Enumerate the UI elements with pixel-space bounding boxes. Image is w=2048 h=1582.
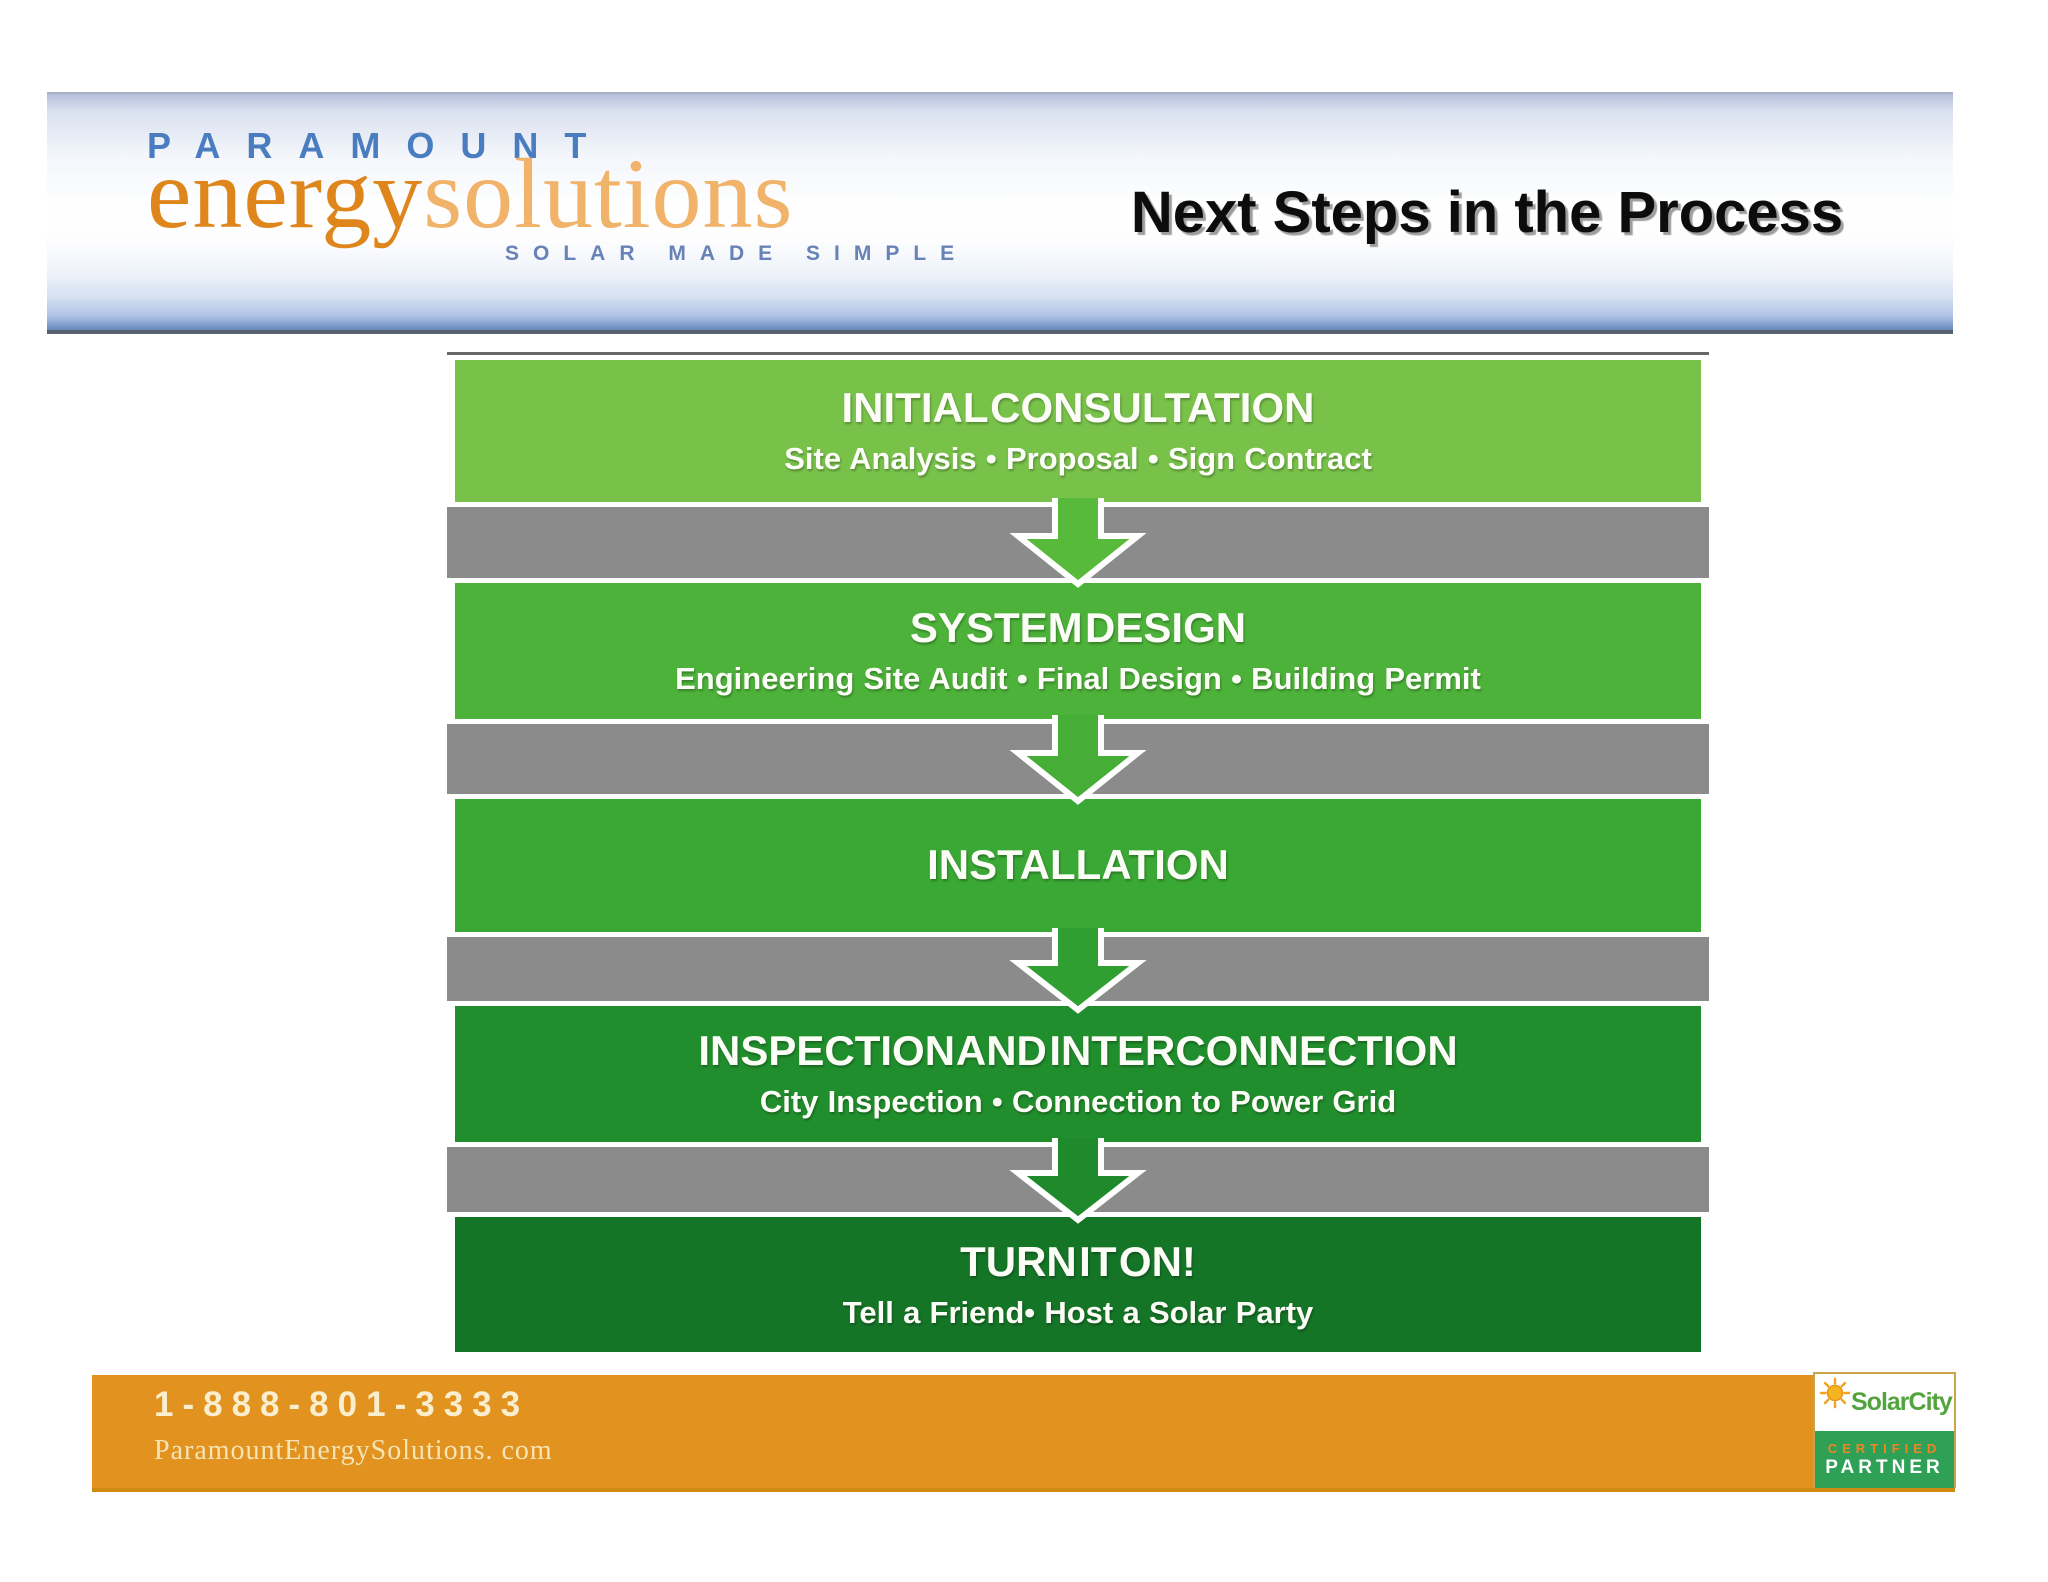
header-band: PARAMOUNT energysolutions SOLAR MADE SIM… [47, 92, 1953, 334]
connector-band [447, 928, 1709, 1014]
step-inspection-interconnection: INSPECTION AND INTERCONNECTION City Insp… [455, 1006, 1701, 1142]
badge-certified-label: CERTIFIED [1827, 1440, 1942, 1456]
step-title: TURN IT ON! [960, 1237, 1196, 1285]
step-title: INSTALLATION [927, 841, 1229, 889]
step-system-design: SYSTEM DESIGN Engineering Site Audit • F… [455, 583, 1701, 719]
down-arrow-icon [1009, 1138, 1147, 1224]
logo-energysolutions-text: energysolutions [147, 144, 968, 244]
company-logo: PARAMOUNT energysolutions SOLAR MADE SIM… [147, 128, 968, 266]
logo-solutions-text: solutions [423, 138, 794, 249]
step-installation: INSTALLATION [455, 799, 1701, 932]
connector-band [447, 498, 1709, 588]
logo-tagline: SOLAR MADE SIMPLE [505, 242, 969, 265]
sun-icon [1819, 1377, 1851, 1409]
step-subtitle: Tell a Friend• Host a Solar Party [842, 1294, 1314, 1330]
step-subtitle: Engineering Site Audit • Final Design • … [675, 661, 1481, 697]
process-flowchart: INITIAL CONSULTATION Site Analysis • Pro… [447, 352, 1709, 1352]
step-initial-consultation: INITIAL CONSULTATION Site Analysis • Pro… [455, 360, 1701, 502]
step-turn-it-on: TURN IT ON! Tell a Friend• Host a Solar … [455, 1217, 1701, 1352]
down-arrow-icon [1009, 928, 1147, 1014]
phone-number: 1-888-801-3333 [154, 1385, 530, 1424]
step-subtitle: City Inspection • Connection to Power Gr… [759, 1084, 1397, 1120]
down-arrow-icon [1009, 498, 1147, 588]
down-arrow-icon [1009, 715, 1147, 805]
step-title: SYSTEM DESIGN [909, 604, 1247, 652]
website-url: ParamountEnergySolutions. com [154, 1435, 553, 1466]
footer-bar: 1-888-801-3333 ParamountEnergySolutions.… [92, 1375, 1955, 1492]
step-subtitle: Site Analysis • Proposal • Sign Contract [784, 441, 1372, 477]
badge-certified-partner: CERTIFIED PARTNER [1815, 1431, 1954, 1488]
connector-band [447, 1138, 1709, 1224]
badge-brand-row: SolarCity [1815, 1374, 1954, 1431]
badge-brand-name: SolarCity [1851, 1388, 1953, 1416]
step-title: INITIAL CONSULTATION [841, 384, 1315, 432]
page-title: Next Steps in the Process [1130, 179, 1844, 245]
logo-paramount-text: PARAMOUNT [147, 125, 613, 166]
connector-band [447, 715, 1709, 805]
step-title: INSPECTION AND INTERCONNECTION [698, 1027, 1458, 1075]
badge-partner-label: PARTNER [1825, 1456, 1944, 1478]
solarcity-partner-badge: SolarCity CERTIFIED PARTNER [1813, 1372, 1956, 1488]
logo-energy-text: energy [147, 138, 424, 249]
